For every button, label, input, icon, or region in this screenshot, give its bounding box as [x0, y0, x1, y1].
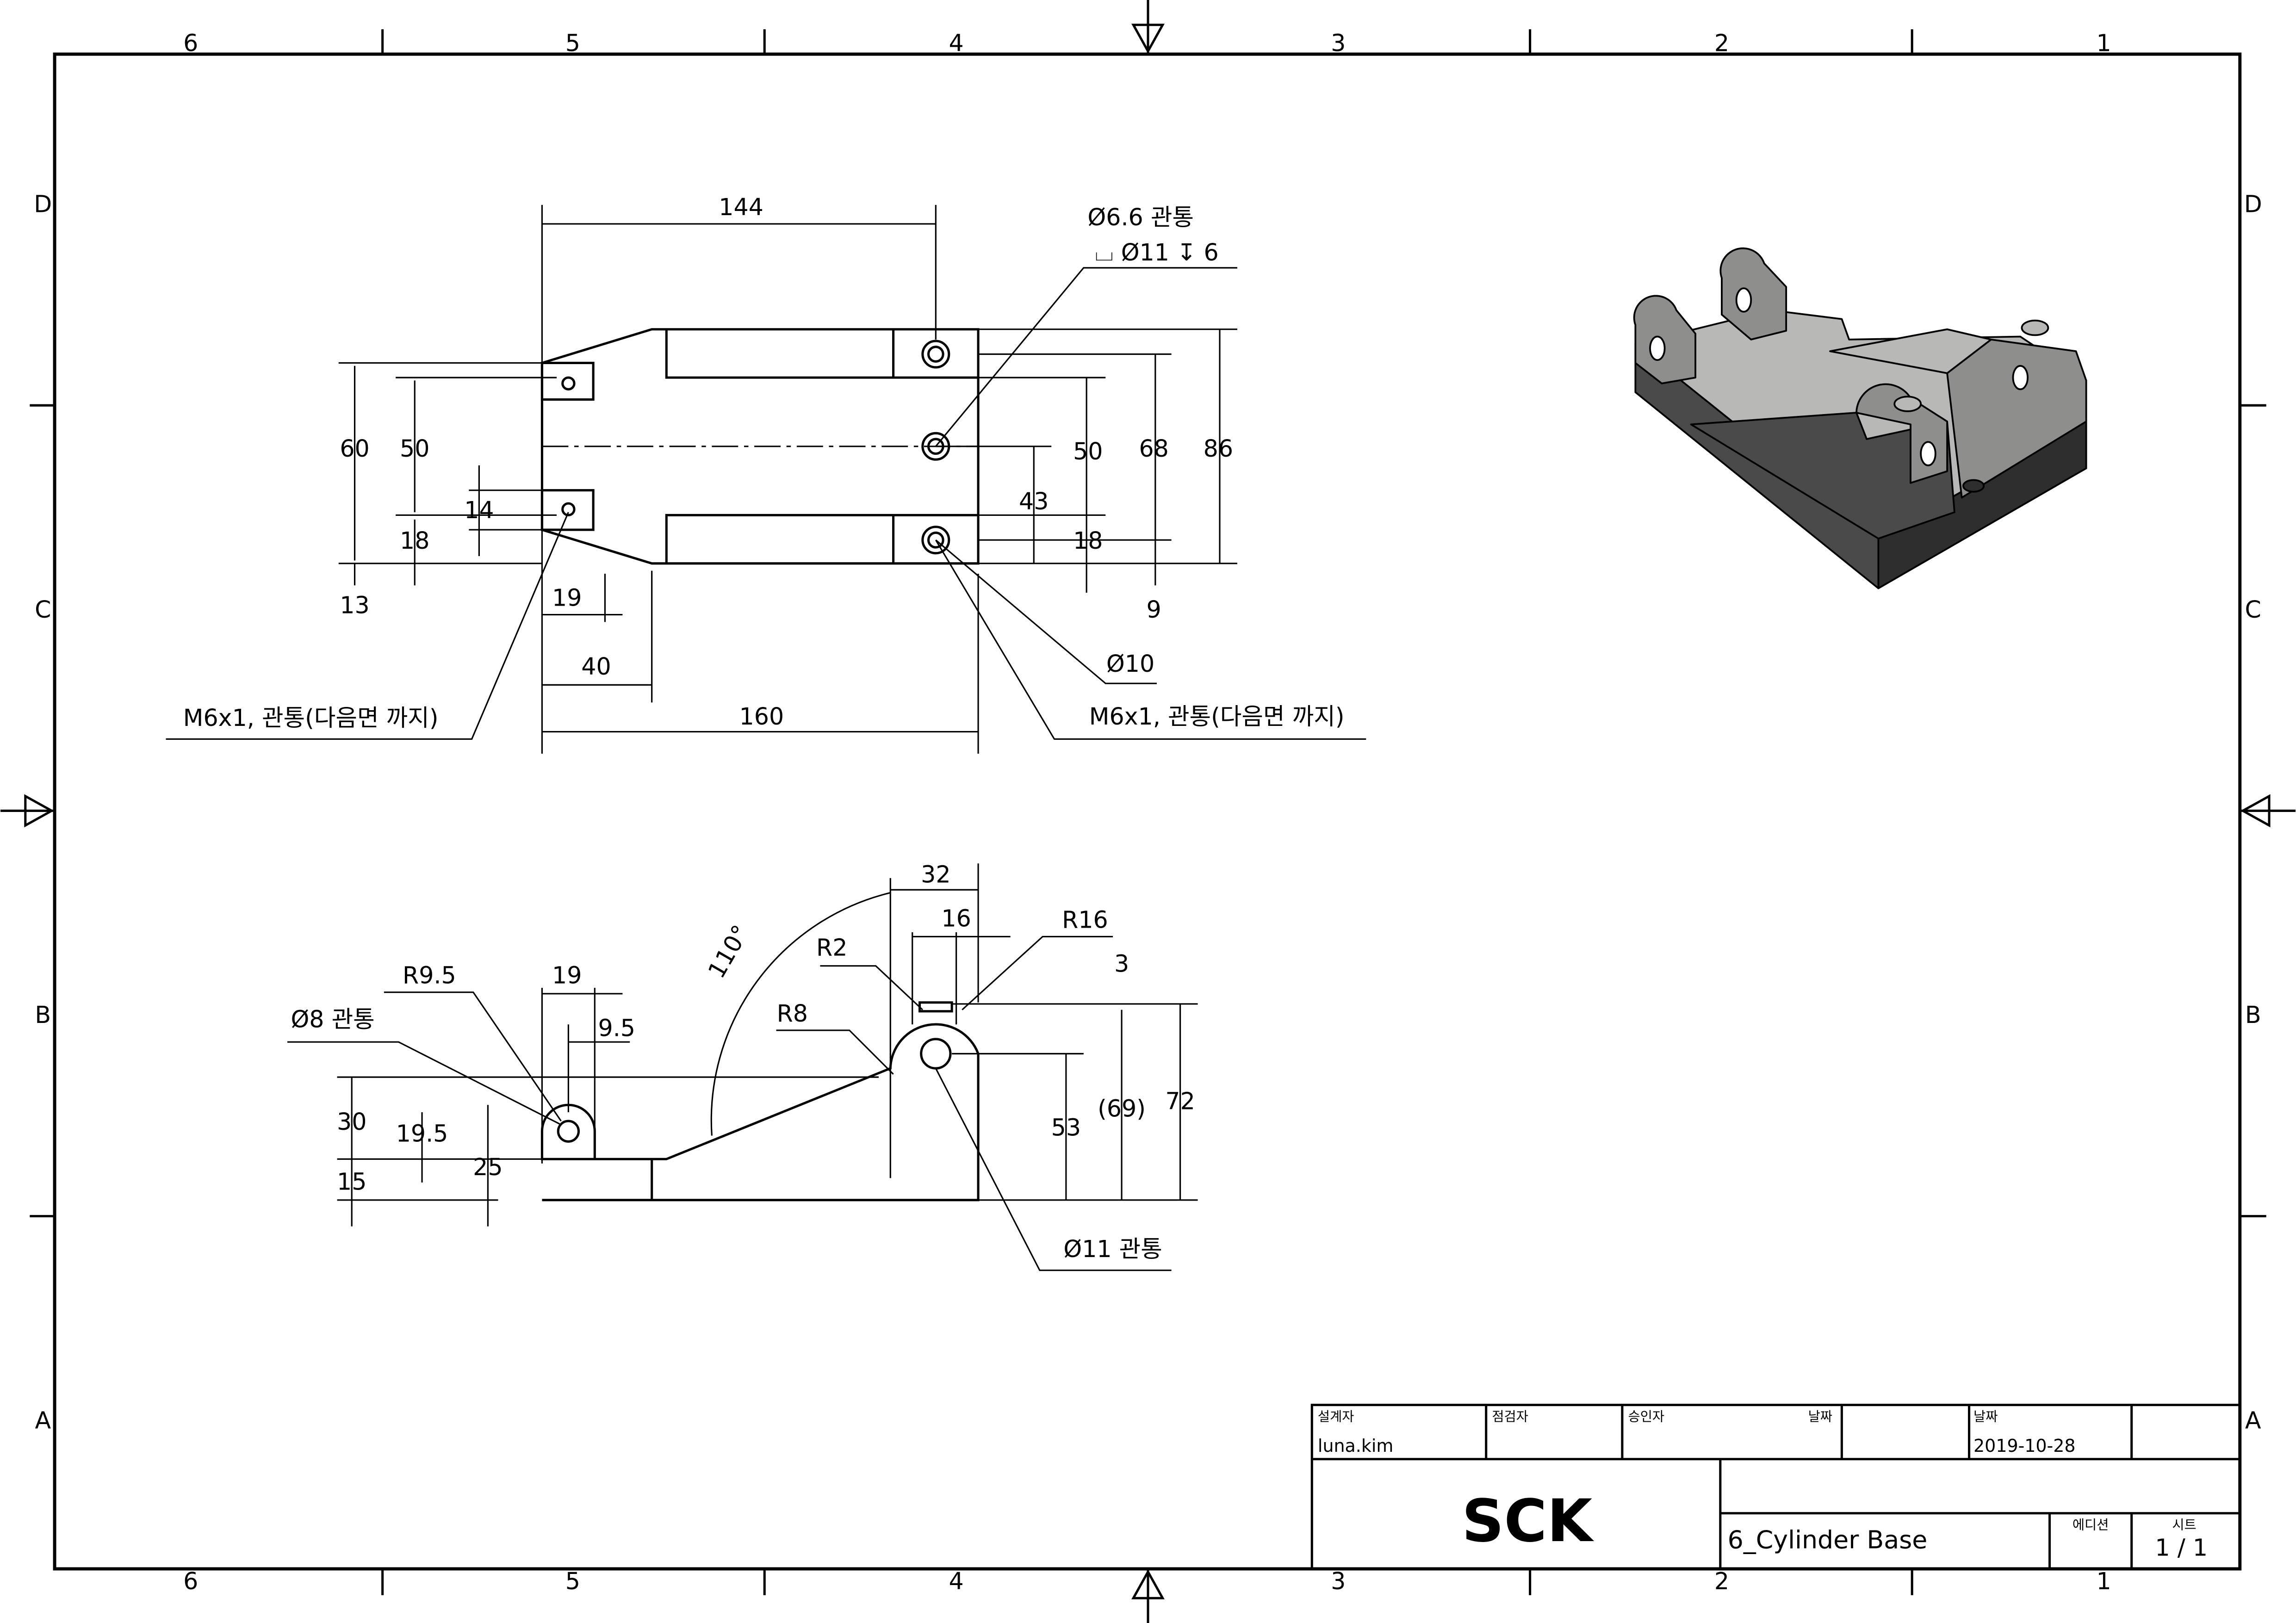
d144-label: 144: [719, 193, 763, 221]
d72-label: 72: [1165, 1088, 1195, 1115]
tap-left-label: M6x1, 관통(다음면 까지): [183, 704, 439, 731]
d18a-label: 18: [400, 527, 429, 554]
0-label: 6: [183, 1567, 198, 1595]
d14-label: 14: [464, 496, 494, 524]
thru-hole-label: Ø6.6 관통: [1087, 204, 1194, 231]
d40-label: 40: [581, 653, 611, 680]
2-label: B: [35, 1001, 51, 1028]
3-label: 3: [1331, 30, 1346, 57]
dia10-label: Ø10: [1106, 650, 1154, 677]
designer-label: luna.kim: [1318, 1436, 1393, 1456]
center-mark-top: [1131, 0, 1165, 55]
d25-label: 25: [473, 1153, 503, 1181]
approver-date-label-label: 날짜: [1808, 1409, 1832, 1424]
0-label: 6: [183, 30, 198, 57]
d69-label: (69): [1098, 1095, 1146, 1122]
top-view: 144 60 50 14 18 13 19 40 160 50 43 68 86…: [166, 193, 1366, 754]
d9-label: 9: [1147, 596, 1161, 623]
d19-5-label: 19.5: [396, 1120, 448, 1147]
angle-label: 110°: [702, 920, 754, 983]
2-label: 4: [949, 30, 964, 57]
isometric-view: [1633, 247, 2087, 589]
d50a-label: 50: [400, 435, 429, 462]
d32-label: 32: [921, 861, 950, 888]
0-label: D: [34, 191, 52, 218]
center-mark-right: [2240, 794, 2296, 828]
d15-label: 15: [337, 1168, 366, 1196]
counterbore-label: ⌴ Ø11 ↧ 6: [1095, 239, 1219, 266]
3-label: A: [2245, 1406, 2261, 1434]
d3-label: 3: [1114, 950, 1129, 977]
front-view: 32 16 R16 3 R2 R8 110° R9.5 19 9.5 30 19…: [287, 861, 1198, 1271]
3-label: A: [35, 1406, 51, 1434]
4-label: 2: [1714, 30, 1729, 57]
1-label: C: [2245, 596, 2261, 623]
1-label: C: [35, 596, 51, 623]
d9-5-label: 9.5: [598, 1015, 635, 1042]
designer-label-label: 설계자: [1318, 1409, 1354, 1424]
2-label: B: [2245, 1001, 2261, 1028]
d16-label: 16: [941, 904, 971, 932]
company-logo: SCK: [1462, 1487, 1594, 1555]
2-label: 4: [949, 1567, 964, 1595]
center-mark-left: [0, 794, 55, 828]
d30-label: 30: [337, 1108, 366, 1135]
tap-right-label: M6x1, 관통(다음면 까지): [1089, 703, 1345, 730]
d53-label: 53: [1051, 1114, 1081, 1141]
date-label: 2019-10-28: [1973, 1436, 2075, 1456]
d18b-label: 18: [1073, 527, 1103, 554]
hole8-label: Ø8 관통: [291, 1006, 374, 1033]
4-label: 2: [1714, 1567, 1729, 1595]
r2-label: R2: [816, 934, 847, 961]
3-label: 3: [1331, 1567, 1346, 1595]
r9-5-label: R9.5: [403, 962, 456, 989]
title-label: 6_Cylinder Base: [1728, 1525, 1928, 1555]
zone-labels: 6 5 4 3 2 1 6 5 4 3 2 1 D C B A D C B A: [34, 30, 2262, 1595]
0-label: D: [2244, 191, 2262, 218]
date-label-label: 날짜: [1973, 1409, 1998, 1424]
d60-label: 60: [340, 435, 369, 462]
5-label: 1: [2096, 1567, 2111, 1595]
d86-label: 86: [1204, 435, 1233, 462]
d160-label: 160: [739, 703, 784, 730]
d50b-label: 50: [1073, 438, 1103, 465]
sheet-label-label: 시트: [2172, 1518, 2196, 1533]
center-mark-bottom: [1131, 1568, 1165, 1623]
d13-label: 13: [340, 591, 369, 619]
title-block: 설계자 luna.kim 점검자 승인자 날짜 날짜 2019-10-28 SC…: [1310, 1404, 2241, 1570]
sheet-label: 1 / 1: [2155, 1534, 2208, 1561]
d19-label: 19: [552, 584, 582, 612]
1-label: 5: [565, 30, 580, 57]
d43-label: 43: [1019, 488, 1049, 515]
5-label: 1: [2096, 30, 2111, 57]
1-label: 5: [565, 1567, 580, 1595]
checker-label-label: 점검자: [1492, 1409, 1528, 1424]
hole11-label: Ø11 관통: [1063, 1235, 1162, 1263]
d68-label: 68: [1139, 435, 1168, 462]
edition-label-label: 에디션: [2073, 1518, 2109, 1533]
approver-label-label: 승인자: [1628, 1409, 1665, 1424]
d19-label: 19: [552, 962, 582, 989]
r16-label: R16: [1062, 906, 1108, 933]
r8-label: R8: [777, 1000, 808, 1027]
